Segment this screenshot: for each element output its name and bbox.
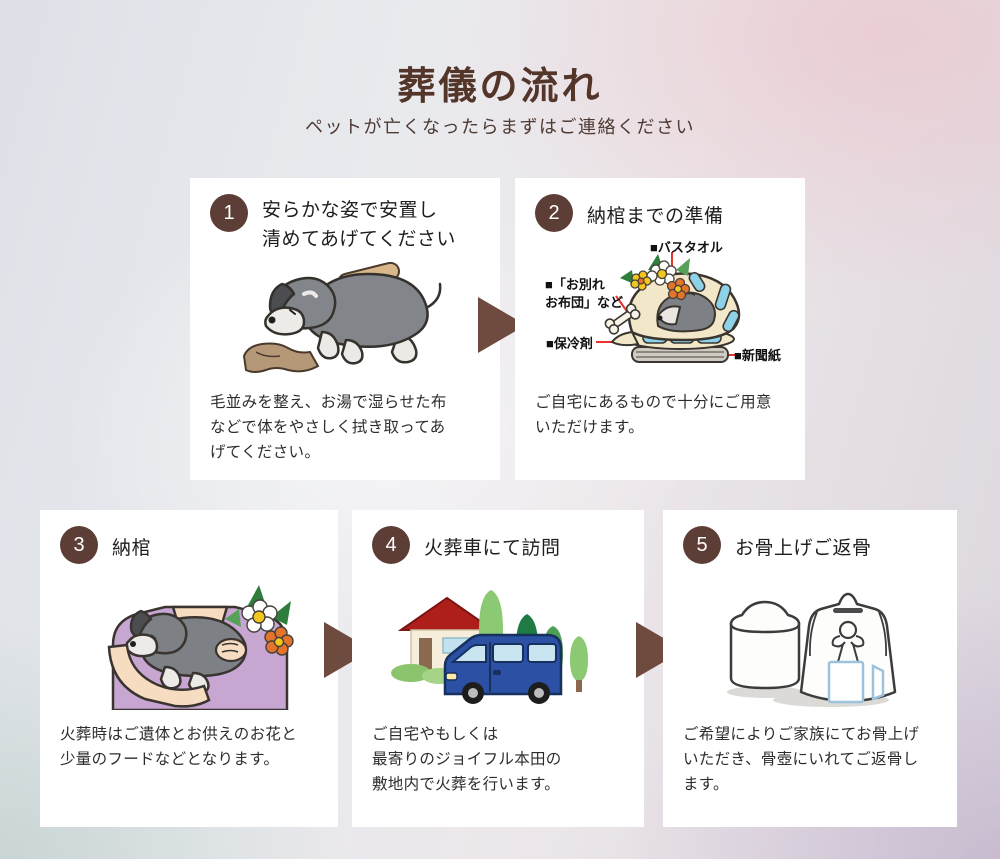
holding-pet-icon	[107, 585, 294, 710]
step-number-badge-5: 5	[683, 526, 721, 564]
step-title-2: 納棺までの準備	[587, 206, 724, 227]
page-title: 葬儀の流れ	[397, 66, 603, 108]
step-title-4: 火葬車にて訪問	[424, 538, 561, 559]
step-description-2: ご自宅にあるもので十分にご用意 いただけます。	[535, 394, 772, 437]
urn-illustration	[713, 570, 908, 712]
label-ice-pack: ■保冷剤	[546, 336, 593, 351]
dog-grooming-icon	[242, 261, 442, 373]
cremation-van-illustration	[387, 580, 617, 708]
dog-grooming-illustration	[230, 248, 460, 388]
holding-pet-illustration	[95, 555, 305, 710]
step-number-badge-1: 1	[210, 194, 248, 232]
step-description-5: ご希望によりご家族にてお骨上げ いただき、骨壺にいれてご返骨し ます。	[683, 726, 920, 794]
cremation-van-icon	[391, 590, 588, 704]
step-card-2: 2 納棺までの準備	[515, 178, 805, 480]
label-bath-towel: ■バスタオル	[650, 240, 723, 255]
urn-icon	[727, 592, 897, 707]
wrapped-pet-illustration: ■バスタオル ■「お別れ お布団」など ■保冷剤 ■新聞紙	[530, 236, 790, 386]
step-card-3: 3 納棺	[40, 510, 338, 827]
step-title-5: お骨上げご返骨	[735, 538, 872, 559]
page-subtitle: ペットが亡くなったらまずはご連絡ください	[305, 117, 695, 137]
step-number-badge-2: 2	[535, 194, 573, 232]
step-title-1: 安らかな姿で安置し 清めてあげてください	[262, 200, 456, 250]
step-card-5: 5 お骨上げご返骨 ご希望によりご家	[663, 510, 957, 827]
step-title-3: 納棺	[112, 538, 152, 559]
wrapped-pet-icon	[596, 252, 741, 363]
step-description-4: ご自宅やもしくは 最寄りのジョイフル本田の 敷地内で火葬を行います。	[372, 726, 562, 794]
step-number-badge-4: 4	[372, 526, 410, 564]
step-number-badge-3: 3	[60, 526, 98, 564]
step-description-1: 毛並みを整え、お湯で湿らせた布 などで体をやさしく拭き取ってあ げてください。	[210, 394, 447, 462]
label-newspaper: ■新聞紙	[734, 348, 781, 363]
label-farewell-futon: ■「お別れ お布団」など	[545, 277, 624, 310]
step-description-3: 火葬時はご遺体とお供えのお花と 少量のフードなどとなります。	[60, 726, 298, 769]
step-card-1: 1 安らかな姿で安置し 清めてあげてください	[190, 178, 500, 480]
step-card-4: 4 火葬車にて訪問	[352, 510, 644, 827]
